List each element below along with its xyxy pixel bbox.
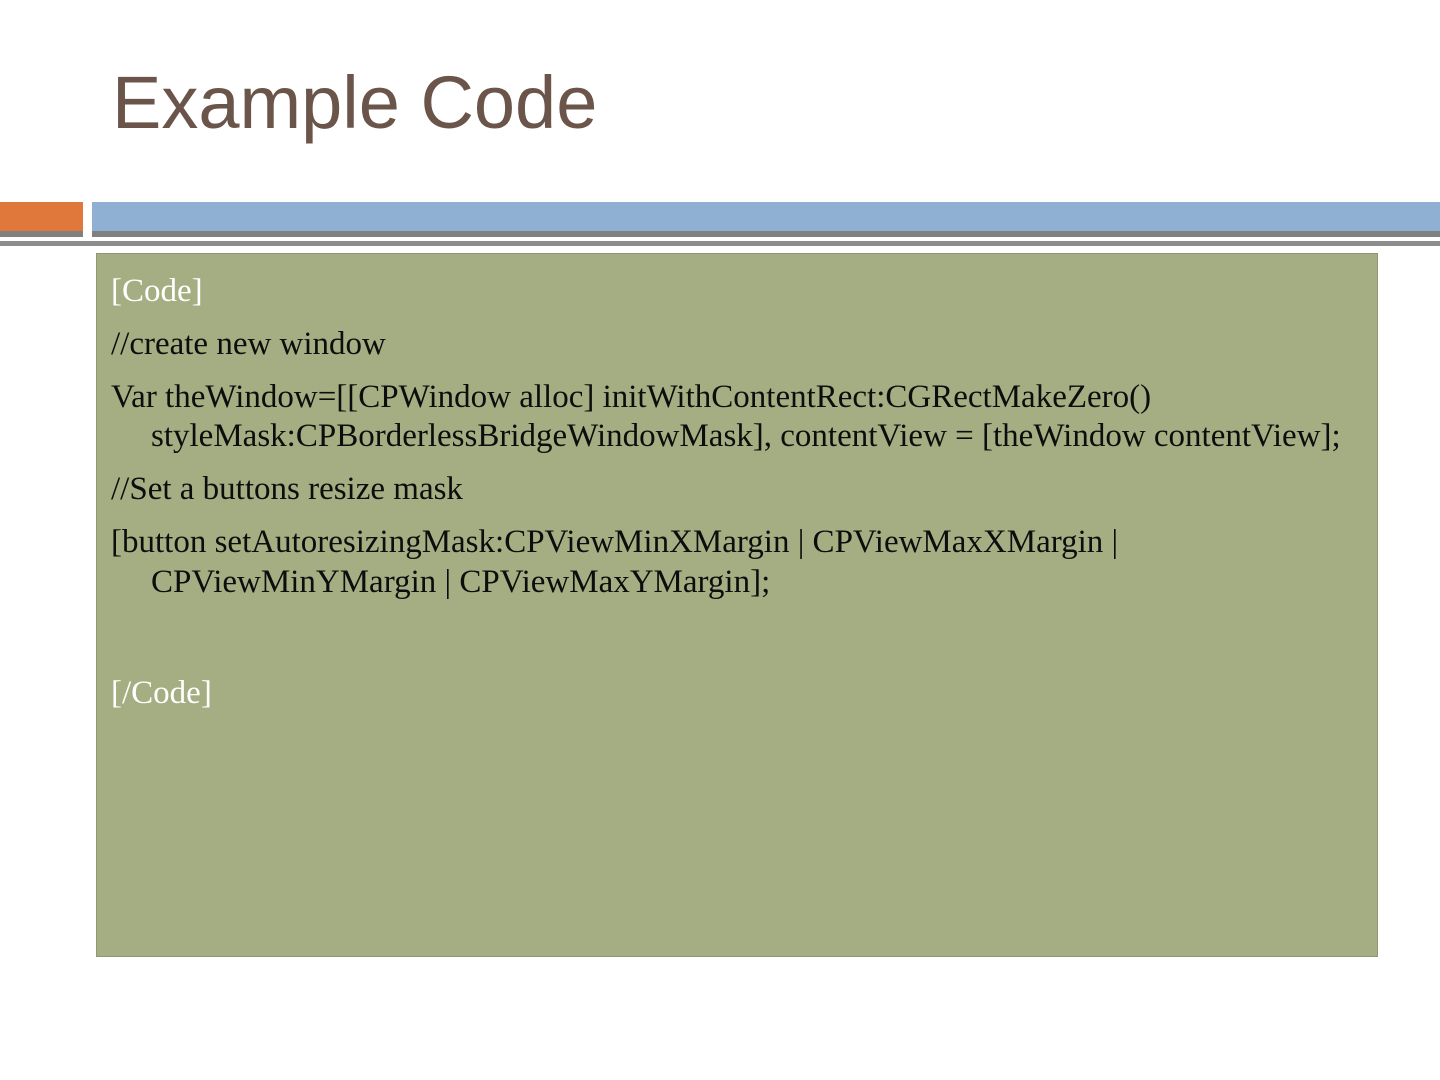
code-line-statement-set-autoresizing-mask: [button setAutoresizingMask:CPViewMinXMa… [111,524,1127,600]
code-content-box: [Code] //create new window Var theWindow… [96,253,1378,957]
blue-accent-bar-shadow [92,231,1440,237]
code-line-comment-create-window: //create new window [111,326,386,363]
code-line-statement-var-thewindow: Var theWindow=[[CPWindow alloc] initWith… [111,379,1341,455]
orange-accent-bar [0,202,83,231]
title-divider-band [0,200,1440,248]
orange-accent-bar-shadow [0,231,83,237]
divider-rule-line [0,241,1440,246]
code-line-spacer [111,616,1351,660]
blue-accent-bar [92,202,1440,231]
code-line-open-tag: [Code] [111,273,203,309]
page-title: Example Code [112,61,598,144]
code-line-close-tag: [/Code] [111,674,212,711]
code-line-comment-resize-mask: //Set a buttons resize mask [111,471,463,508]
